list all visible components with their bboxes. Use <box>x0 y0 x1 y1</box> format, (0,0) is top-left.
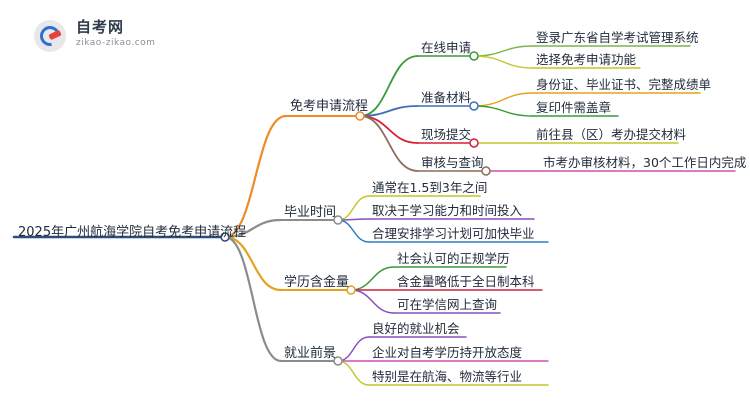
step-node-dot-0 <box>469 51 479 61</box>
step-node-dot-3 <box>481 166 491 176</box>
branch3-to-leaf-0 <box>337 336 370 362</box>
leaf-lower-value: 含金量略低于全日制本科 <box>397 274 535 289</box>
root-to-branch-1 <box>223 218 283 239</box>
leaf-recognized: 社会认可的正规学历 <box>397 251 510 266</box>
leaf-open-attitude: 企业对自考学历持开放态度 <box>372 345 523 360</box>
leaf-login-system: 登录广东省自学考试管理系统 <box>536 30 699 45</box>
branch-graduation-time: 毕业时间 <box>284 205 337 220</box>
root-to-branch-0 <box>223 114 288 239</box>
branch2-to-leaf-0 <box>350 266 395 291</box>
branch3-to-leaf-2 <box>337 360 370 386</box>
step1-to-leaf-0 <box>473 92 534 107</box>
site-logo: 自考网 zikao-zikao.com <box>34 16 184 56</box>
step0-to-leaf-1 <box>473 55 534 69</box>
root-topic: 2025年广州航海学院自考免考申请流程 <box>18 225 247 240</box>
logo-brand: 自考网 <box>76 18 125 36</box>
step-node-dot-2 <box>469 138 479 148</box>
root-node-dot <box>220 232 230 242</box>
branch-node-dot-2 <box>346 285 356 295</box>
logo-mark-icon <box>34 20 66 52</box>
branch-node-dot-1 <box>333 215 343 225</box>
leaf-depends-ability: 取决于学习能力和时间投入 <box>372 203 523 218</box>
branch0-to-step-1 <box>359 105 419 117</box>
branch1-to-leaf-2 <box>337 219 370 243</box>
branch-node-dot-0 <box>355 111 365 121</box>
step0-to-leaf-0 <box>473 45 534 57</box>
leaf-stamp-copies: 复印件需盖章 <box>536 100 612 115</box>
leaf-plan-faster: 合理安排学习计划可加快毕业 <box>372 226 535 241</box>
branch-exemption-process: 免考申请流程 <box>290 99 369 114</box>
leaf-go-to-office: 前往县（区）考办提交材料 <box>536 127 687 142</box>
branch0-to-step-2 <box>359 115 419 144</box>
step-node-dot-1 <box>469 101 479 111</box>
branch-employment: 就业前景 <box>284 346 337 361</box>
leaf-review-time: 市考办审核材料，30个工作日内完成 <box>543 155 747 170</box>
leaf-chsi-query: 可在学信网上查询 <box>397 297 498 312</box>
branch1-to-leaf-0 <box>337 195 370 221</box>
step-online-apply: 在线申请 <box>421 40 472 55</box>
leaf-duration: 通常在1.5到3年之间 <box>372 180 488 195</box>
logo-domain: zikao-zikao.com <box>76 38 156 48</box>
step-prepare-materials: 准备材料 <box>421 90 472 105</box>
root-to-branch-2 <box>223 235 283 292</box>
branch-degree-value: 学历含金量 <box>284 275 350 290</box>
step1-to-leaf-1 <box>473 105 534 117</box>
leaf-good-jobs: 良好的就业机会 <box>372 321 460 336</box>
step-onsite-submit: 现场提交 <box>421 127 472 142</box>
step-review-query: 审核与查询 <box>421 155 484 170</box>
branch-node-dot-3 <box>333 356 343 366</box>
branch0-to-step-0 <box>359 55 419 117</box>
leaf-select-function: 选择免考申请功能 <box>536 52 637 67</box>
leaf-documents: 身份证、毕业证书、完整成绩单 <box>536 77 712 92</box>
branch2-to-leaf-2 <box>350 289 395 314</box>
branch0-to-step-3 <box>359 115 419 172</box>
root-to-branch-3 <box>223 235 283 363</box>
leaf-industries: 特别是在航海、物流等行业 <box>372 369 523 384</box>
